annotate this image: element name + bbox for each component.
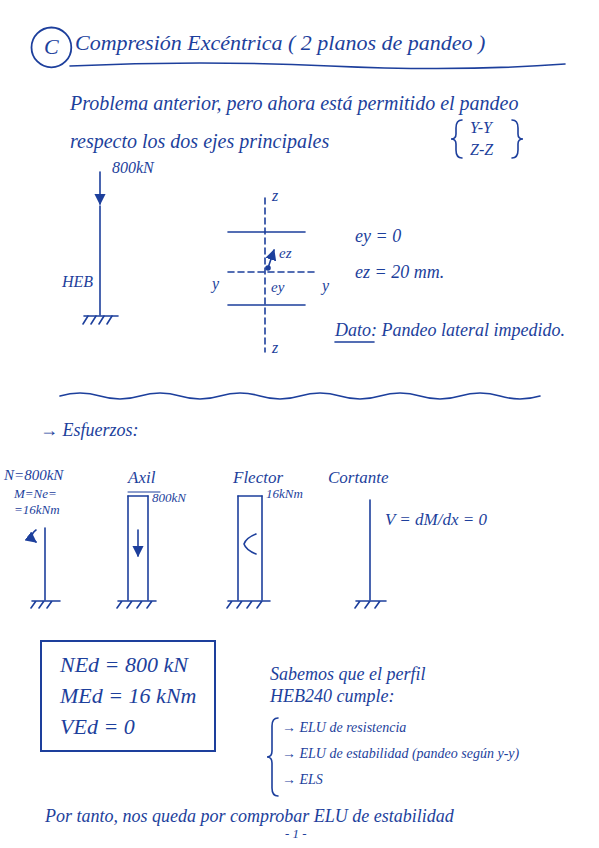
flange (228, 304, 305, 306)
circle-outline (32, 28, 72, 68)
note-text: ey = 0 (355, 226, 401, 248)
axial-arrow (137, 530, 139, 556)
diagram-line (261, 496, 263, 600)
diagram-line (237, 496, 239, 600)
note-text: ez (279, 244, 292, 262)
note-text: → ELU de resistencia (282, 720, 406, 737)
title: Compresión Excéntrica ( 2 planos de pand… (75, 30, 485, 56)
note-text: y (212, 274, 219, 293)
note-text: Por tanto, nos queda por comprobar ELU d… (45, 806, 454, 828)
note-text: → ELS (282, 772, 323, 789)
note-text: Axil (128, 468, 155, 488)
note-text: z (272, 338, 278, 357)
separator (60, 393, 540, 399)
column (369, 500, 371, 600)
note-text: Sabemos que el perfil HEB240 cumple: (270, 664, 475, 707)
note-text: ey (271, 278, 284, 296)
diagram-line (128, 495, 148, 497)
note-text: 800kN (112, 158, 154, 177)
underline (335, 341, 374, 343)
note-text: - 1 - (285, 826, 307, 842)
note-text: 800kN (152, 490, 186, 506)
note-text: → ELU de estabilidad (pandeo según y-y) (282, 746, 519, 763)
moment-symbol (244, 534, 256, 554)
note-text: 16kNm (266, 486, 303, 502)
diagram-line (147, 496, 149, 600)
brace (267, 718, 278, 796)
support (84, 315, 118, 317)
section-circle: C (30, 26, 73, 69)
node-text: NEd = 800 kN (60, 650, 196, 681)
column (44, 528, 46, 600)
brace (451, 120, 462, 158)
support-hatch (31, 601, 386, 608)
column (99, 206, 101, 315)
note-text: N=800kN (4, 466, 63, 484)
note-text: → Esfuerzos: (40, 420, 139, 442)
title-underline (70, 63, 565, 69)
note-text: Z-Z (470, 140, 493, 159)
note-text: V = dM/dx = 0 (385, 510, 487, 530)
moment-arrow (32, 530, 36, 542)
diagram-line (238, 495, 262, 497)
note-text: Dato: Pandeo lateral impedido. (335, 320, 565, 342)
note-text: HEB (62, 272, 93, 291)
y-axis (228, 271, 318, 273)
note-text: Y-Y (470, 118, 492, 137)
result-box: NEd = 800 kNMEd = 16 kNmVEd = 0 (40, 640, 216, 752)
node-text: MEd = 16 kNm (60, 681, 196, 712)
note-text: M=Ne= =16kNm (14, 486, 72, 517)
note-text: y (322, 276, 329, 295)
note-text: Flector (233, 468, 283, 488)
note-text: Cortante (328, 468, 388, 488)
flange (228, 231, 305, 233)
eccentricity-arrow (268, 250, 274, 268)
support-hatch (83, 316, 112, 324)
z-axis (264, 198, 266, 352)
node-text: C (44, 32, 59, 63)
note-text: z (272, 186, 278, 205)
node-text: VEd = 0 (60, 712, 196, 743)
note-text: ez = 20 mm. (355, 262, 444, 284)
diagram-line (127, 496, 129, 600)
load-arrow (99, 172, 101, 204)
brace (512, 120, 523, 158)
